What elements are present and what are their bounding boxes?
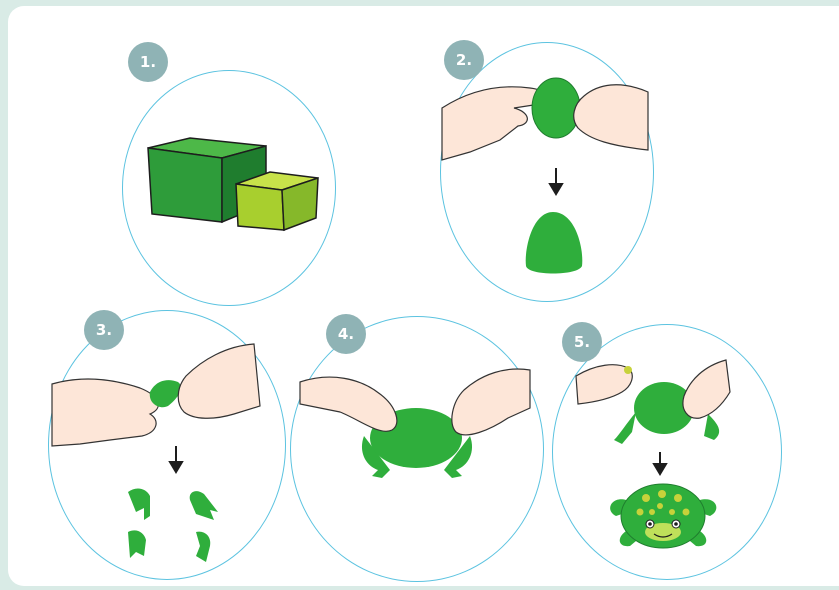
hand-left (576, 365, 632, 404)
hand-right (683, 360, 730, 418)
finished-frog (610, 484, 716, 548)
clay-dot-pinch (624, 366, 632, 374)
arrow-down-icon (654, 452, 666, 474)
